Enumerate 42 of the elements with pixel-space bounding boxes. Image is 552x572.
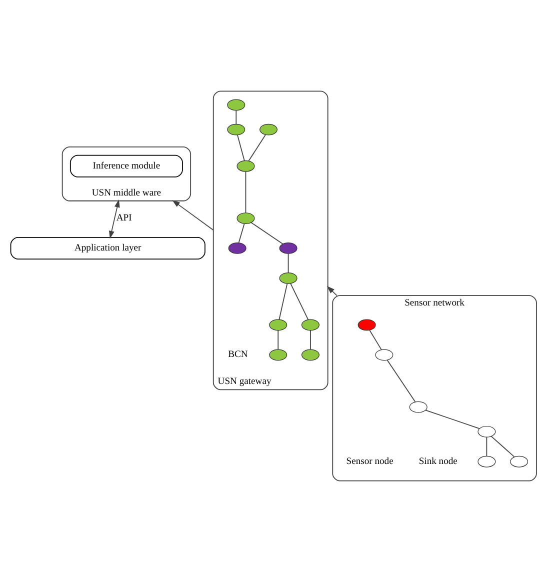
connector — [290, 283, 309, 320]
node-ellipse — [269, 319, 288, 331]
node-ellipse — [478, 456, 496, 468]
connector — [245, 171, 246, 214]
connector — [278, 283, 288, 320]
node-ellipse — [478, 426, 496, 438]
arrow — [172, 200, 214, 231]
connector — [369, 330, 382, 350]
node-box: Inference module — [70, 154, 183, 178]
connector — [248, 134, 266, 162]
connector — [386, 360, 416, 402]
connector — [238, 223, 245, 244]
node-ellipse — [236, 160, 255, 172]
node-ellipse — [260, 124, 278, 136]
node-ellipse — [301, 319, 320, 331]
node-ellipse — [358, 319, 376, 331]
node-ellipse — [409, 401, 428, 413]
node-box: Application layer — [10, 237, 206, 260]
node-ellipse — [510, 456, 528, 468]
connector — [490, 436, 515, 458]
connector — [310, 330, 311, 350]
connector — [237, 134, 245, 162]
connector — [425, 410, 480, 429]
node-ellipse — [375, 349, 394, 361]
node-ellipse — [279, 272, 298, 284]
connector — [486, 436, 488, 456]
node-ellipse — [301, 349, 320, 361]
node-ellipse — [269, 349, 288, 361]
label: Sensor node — [346, 456, 394, 467]
node-ellipse — [227, 124, 246, 136]
connector — [278, 330, 279, 350]
edge-label: API — [116, 212, 132, 224]
node-ellipse — [228, 242, 246, 254]
node-ellipse — [236, 212, 255, 224]
connector — [250, 222, 284, 244]
label: Sink node — [418, 456, 458, 467]
arrow — [109, 200, 120, 239]
node-ellipse — [227, 99, 246, 111]
connector — [236, 110, 237, 124]
connector — [288, 253, 289, 274]
label: BCN — [228, 349, 248, 360]
node-ellipse — [279, 242, 298, 254]
